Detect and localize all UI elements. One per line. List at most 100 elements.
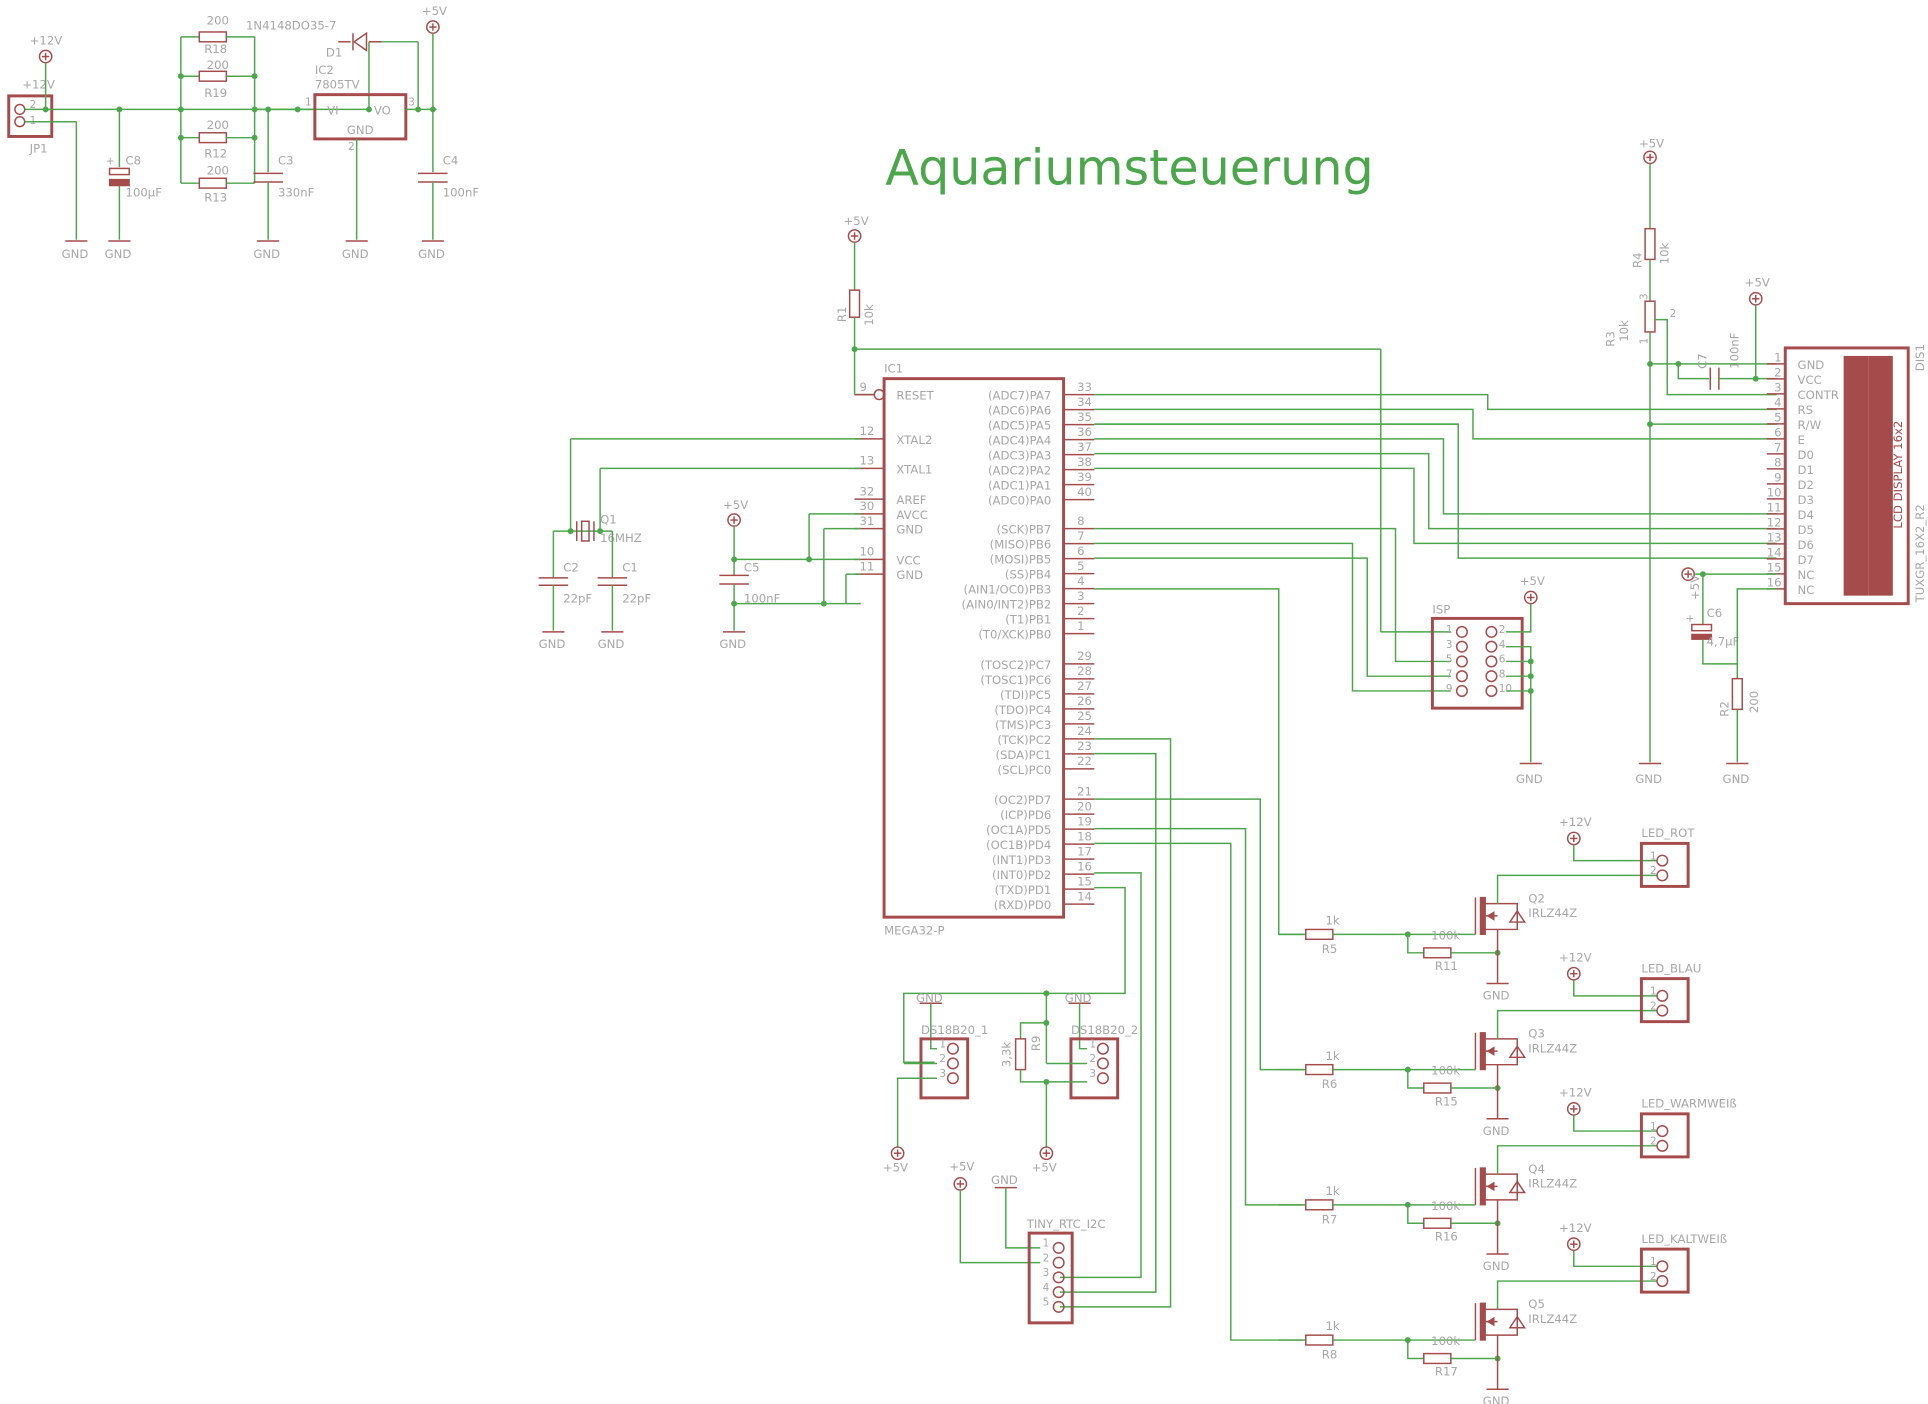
isp-pin-6[interactable]: 6 <box>1485 654 1505 668</box>
isp-pin-9[interactable]: 9 <box>1446 683 1468 697</box>
potentiometer-r3[interactable]: 2 3 1 R3 10k GND <box>1603 293 1777 786</box>
lcd-pin-7[interactable]: 7D0 <box>1766 440 1814 462</box>
sensor-ds18b20-2[interactable]: GND DS18B20_2 123 <box>1065 991 1138 1100</box>
mcu-pin-5[interactable]: 5(SS)PB4 <box>1005 559 1095 582</box>
isp-pin-10[interactable]: 10 <box>1485 683 1512 697</box>
mcu-pin-35[interactable]: 35(ADC5)PA5 <box>988 410 1095 433</box>
mcu-pin-36[interactable]: 36(ADC4)PA4 <box>988 425 1095 448</box>
header-pin-4[interactable]: 4 <box>1043 1282 1065 1299</box>
sensor-ds18b20-1[interactable]: GND DS18B20_1 123 +5V <box>883 991 988 1175</box>
mcu-pin-25[interactable]: 25(TMS)PC3 <box>995 709 1095 732</box>
capacitor-c1[interactable]: C1 22pF GND <box>597 531 652 651</box>
header-pin-2[interactable]: 2 <box>1089 1053 1109 1070</box>
isp-pin-1[interactable]: 1 <box>1446 624 1468 638</box>
mcu-pin-2[interactable]: 2(T1)PB1 <box>1005 604 1095 627</box>
isp-pin-8[interactable]: 8 <box>1485 668 1505 683</box>
mcu-pin-37[interactable]: 37(ADC3)PA3 <box>988 440 1095 463</box>
capacitor-c7[interactable]: C7 100nF <box>1675 332 1777 390</box>
diode-d1[interactable]: 1N4148DO35-7 D1 <box>246 19 419 110</box>
mcu-pin-6[interactable]: 6(MOSI)PB5 <box>990 544 1095 567</box>
mcu-pin-23[interactable]: 23(SDA)PC1 <box>995 739 1095 762</box>
mcu-pin-24[interactable]: 24(TCK)PC2 <box>997 724 1095 747</box>
mcu-pin-14[interactable]: 14(RXD)PD0 <box>994 889 1095 912</box>
mcu-pin-27[interactable]: 27(TDI)PC5 <box>1000 679 1095 702</box>
header-pin-1[interactable]: 1 <box>1043 1238 1065 1254</box>
capacitor-c8[interactable]: + C8 100µF GND <box>105 106 163 261</box>
mcu-pin-28[interactable]: 28(TOSC1)PC6 <box>980 664 1095 687</box>
header-pin-3[interactable]: 3 <box>1089 1068 1109 1085</box>
lcd-pin-8[interactable]: 8D1 <box>1766 455 1814 477</box>
resistor-r1[interactable]: +5V R1 10k <box>835 214 876 395</box>
mcu-pin-38[interactable]: 38(ADC2)PA2 <box>988 455 1095 478</box>
header-pin-3[interactable]: 3 <box>939 1068 959 1085</box>
mcu-pin-3[interactable]: 3(AIN0/INT2)PB2 <box>962 589 1095 612</box>
isp-pin-3[interactable]: 3 <box>1446 639 1468 653</box>
capacitor-c3[interactable]: C3 330nF GND <box>253 106 315 261</box>
mcu-pin-40[interactable]: 40(ADC0)PA0 <box>988 485 1095 508</box>
mcu-pin-34[interactable]: 34(ADC6)PA6 <box>988 395 1095 418</box>
mcu-pin-15[interactable]: 15(TXD)PD1 <box>995 874 1095 897</box>
regulator-ic2[interactable]: VI VO GND 1 3 2 IC2 7805TV GND <box>305 63 415 261</box>
header-pin-1[interactable]: 1 <box>1089 1038 1109 1055</box>
mcu-pin-18[interactable]: 18(OC1B)PD4 <box>986 829 1095 852</box>
capacitor-c4[interactable]: C4 100nF GND <box>418 109 479 261</box>
resistor-r2[interactable]: R2 200 GND <box>1718 588 1777 786</box>
mcu-pin-8[interactable]: 8(SCK)PB7 <box>997 514 1095 537</box>
isp-pin-2[interactable]: 2 <box>1485 624 1505 638</box>
mcu-pin-29[interactable]: 29(TOSC2)PC7 <box>980 649 1095 672</box>
mcu-pin-17[interactable]: 17(INT1)PD3 <box>992 844 1095 867</box>
driver-stage-q5[interactable]: 1kR8100kR17Q5IRLZ44ZGND+12V12LED_KALTWEI… <box>1278 1221 1727 1404</box>
resistor-r9[interactable]: +5V 3,3k R9 <box>1000 990 1087 1175</box>
capacitor-c5[interactable]: +5V C5 100nF GND <box>719 498 781 651</box>
mcu-pin-19[interactable]: 19(OC1A)PD5 <box>986 814 1095 837</box>
crystal-q1[interactable]: Q1 16MHZ <box>553 438 861 545</box>
resistor-r4[interactable]: +5V R4 10k <box>1630 137 1671 302</box>
header-pin-2[interactable]: 2 <box>1043 1252 1065 1269</box>
header-pin-1[interactable]: 1 <box>939 1038 959 1055</box>
mcu-pin-39[interactable]: 39(ADC1)PA1 <box>988 470 1095 493</box>
lcd-display-dis1[interactable]: 1GND2VCC3CONTR4RS5R/W6E7D08D19D210D311D4… <box>1766 344 1927 606</box>
isp-pin-5[interactable]: 5 <box>1446 654 1468 668</box>
lcd-pin-5[interactable]: 5R/W <box>1766 410 1822 432</box>
mcu-pin-26[interactable]: 26(TDO)PC4 <box>994 694 1095 717</box>
mcu-pin-33[interactable]: 33(ADC7)PA7 <box>988 380 1095 403</box>
mcu-pin-4[interactable]: 4(AIN1/OC0)PB3 <box>964 574 1095 597</box>
lcd-pin-9[interactable]: 9D2 <box>1766 470 1814 492</box>
driver-stage-q4[interactable]: 1kR7100kR16Q4IRLZ44ZGND+12V12LED_WARMWEI… <box>1278 1086 1737 1273</box>
lcd-pin-4[interactable]: 4RS <box>1766 395 1813 417</box>
connector-jp1[interactable]: 2 1 +12V JP1 <box>7 78 55 156</box>
capacitor-c2[interactable]: C2 22pF GND <box>538 531 593 651</box>
capacitor-c6[interactable]: + C6 4,7µF <box>1686 574 1740 665</box>
header-pin-3[interactable]: 3 <box>1043 1267 1065 1284</box>
isp-pin-7[interactable]: 7 <box>1446 668 1468 683</box>
mcu-pin-20[interactable]: 20(ICP)PD6 <box>1000 799 1095 822</box>
mcu-pin-16[interactable]: 16(INT0)PD2 <box>992 859 1095 882</box>
mcu-pin-7[interactable]: 7(MISO)PB6 <box>990 529 1095 552</box>
isp-pin-4[interactable]: 4 <box>1485 639 1506 653</box>
header-pin-2[interactable]: 2 <box>939 1053 959 1070</box>
